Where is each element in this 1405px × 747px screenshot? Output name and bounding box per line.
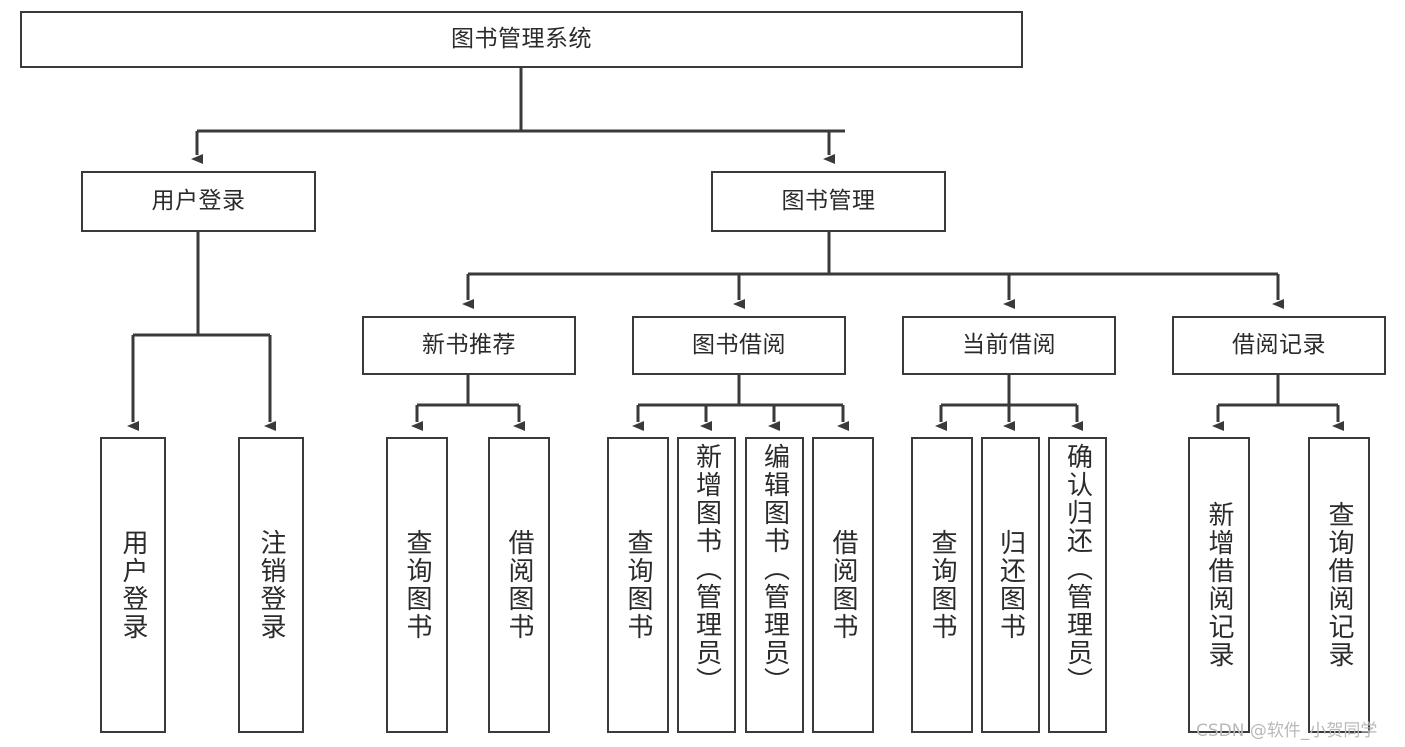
node-leaf-borrow-book-1-label: 借阅图书 [504,529,534,641]
node-leaf-query-book-3[interactable]: 查询图书 [911,437,973,733]
node-leaf-add-book-label: 新增图书（管理员） [691,443,722,695]
node-leaf-query-record-label: 查询借阅记录 [1324,501,1354,669]
node-new-book-recommend[interactable]: 新书推荐 [362,316,576,375]
node-leaf-query-book-1[interactable]: 查询图书 [386,437,448,733]
node-leaf-borrow-book-2[interactable]: 借阅图书 [812,437,874,733]
node-borrow-record-label: 借阅记录 [1232,332,1326,359]
node-leaf-confirm-return-label: 确认归还（管理员） [1062,443,1093,695]
node-leaf-query-book-3-label: 查询图书 [927,529,957,641]
node-root[interactable]: 图书管理系统 [20,11,1023,68]
node-book-borrow-label: 图书借阅 [692,332,786,359]
node-leaf-add-record[interactable]: 新增借阅记录 [1188,437,1250,733]
node-leaf-edit-book[interactable]: 编辑图书（管理员） [745,437,804,733]
node-leaf-borrow-book-2-label: 借阅图书 [828,529,858,641]
node-user-login-label: 用户登录 [151,188,246,215]
node-leaf-query-record[interactable]: 查询借阅记录 [1308,437,1370,733]
node-root-label: 图书管理系统 [451,26,592,53]
node-user-login[interactable]: 用户登录 [81,171,316,232]
node-current-borrow-label: 当前借阅 [962,332,1056,359]
node-leaf-borrow-book-1[interactable]: 借阅图书 [488,437,550,733]
node-leaf-user-login[interactable]: 用户登录 [100,437,166,733]
node-leaf-query-book-2[interactable]: 查询图书 [607,437,669,733]
node-leaf-confirm-return[interactable]: 确认归还（管理员） [1048,437,1107,733]
node-leaf-query-book-2-label: 查询图书 [623,529,653,641]
node-leaf-edit-book-label: 编辑图书（管理员） [759,443,790,695]
node-borrow-record[interactable]: 借阅记录 [1172,316,1386,375]
node-leaf-user-logout[interactable]: 注销登录 [238,437,304,733]
node-new-book-recommend-label: 新书推荐 [422,332,516,359]
node-leaf-add-book[interactable]: 新增图书（管理员） [677,437,736,733]
node-book-manage-label: 图书管理 [781,188,876,215]
node-leaf-add-record-label: 新增借阅记录 [1204,501,1234,669]
node-leaf-user-logout-label: 注销登录 [256,529,286,641]
watermark: CSDN @软件_小贺同学 [1196,721,1378,741]
node-book-manage[interactable]: 图书管理 [711,171,946,232]
node-current-borrow[interactable]: 当前借阅 [902,316,1116,375]
node-leaf-query-book-1-label: 查询图书 [402,529,432,641]
node-leaf-return-book-label: 归还图书 [995,529,1026,641]
node-leaf-user-login-label: 用户登录 [118,529,148,641]
node-leaf-return-book[interactable]: 归还图书 [981,437,1040,733]
node-book-borrow[interactable]: 图书借阅 [632,316,846,375]
